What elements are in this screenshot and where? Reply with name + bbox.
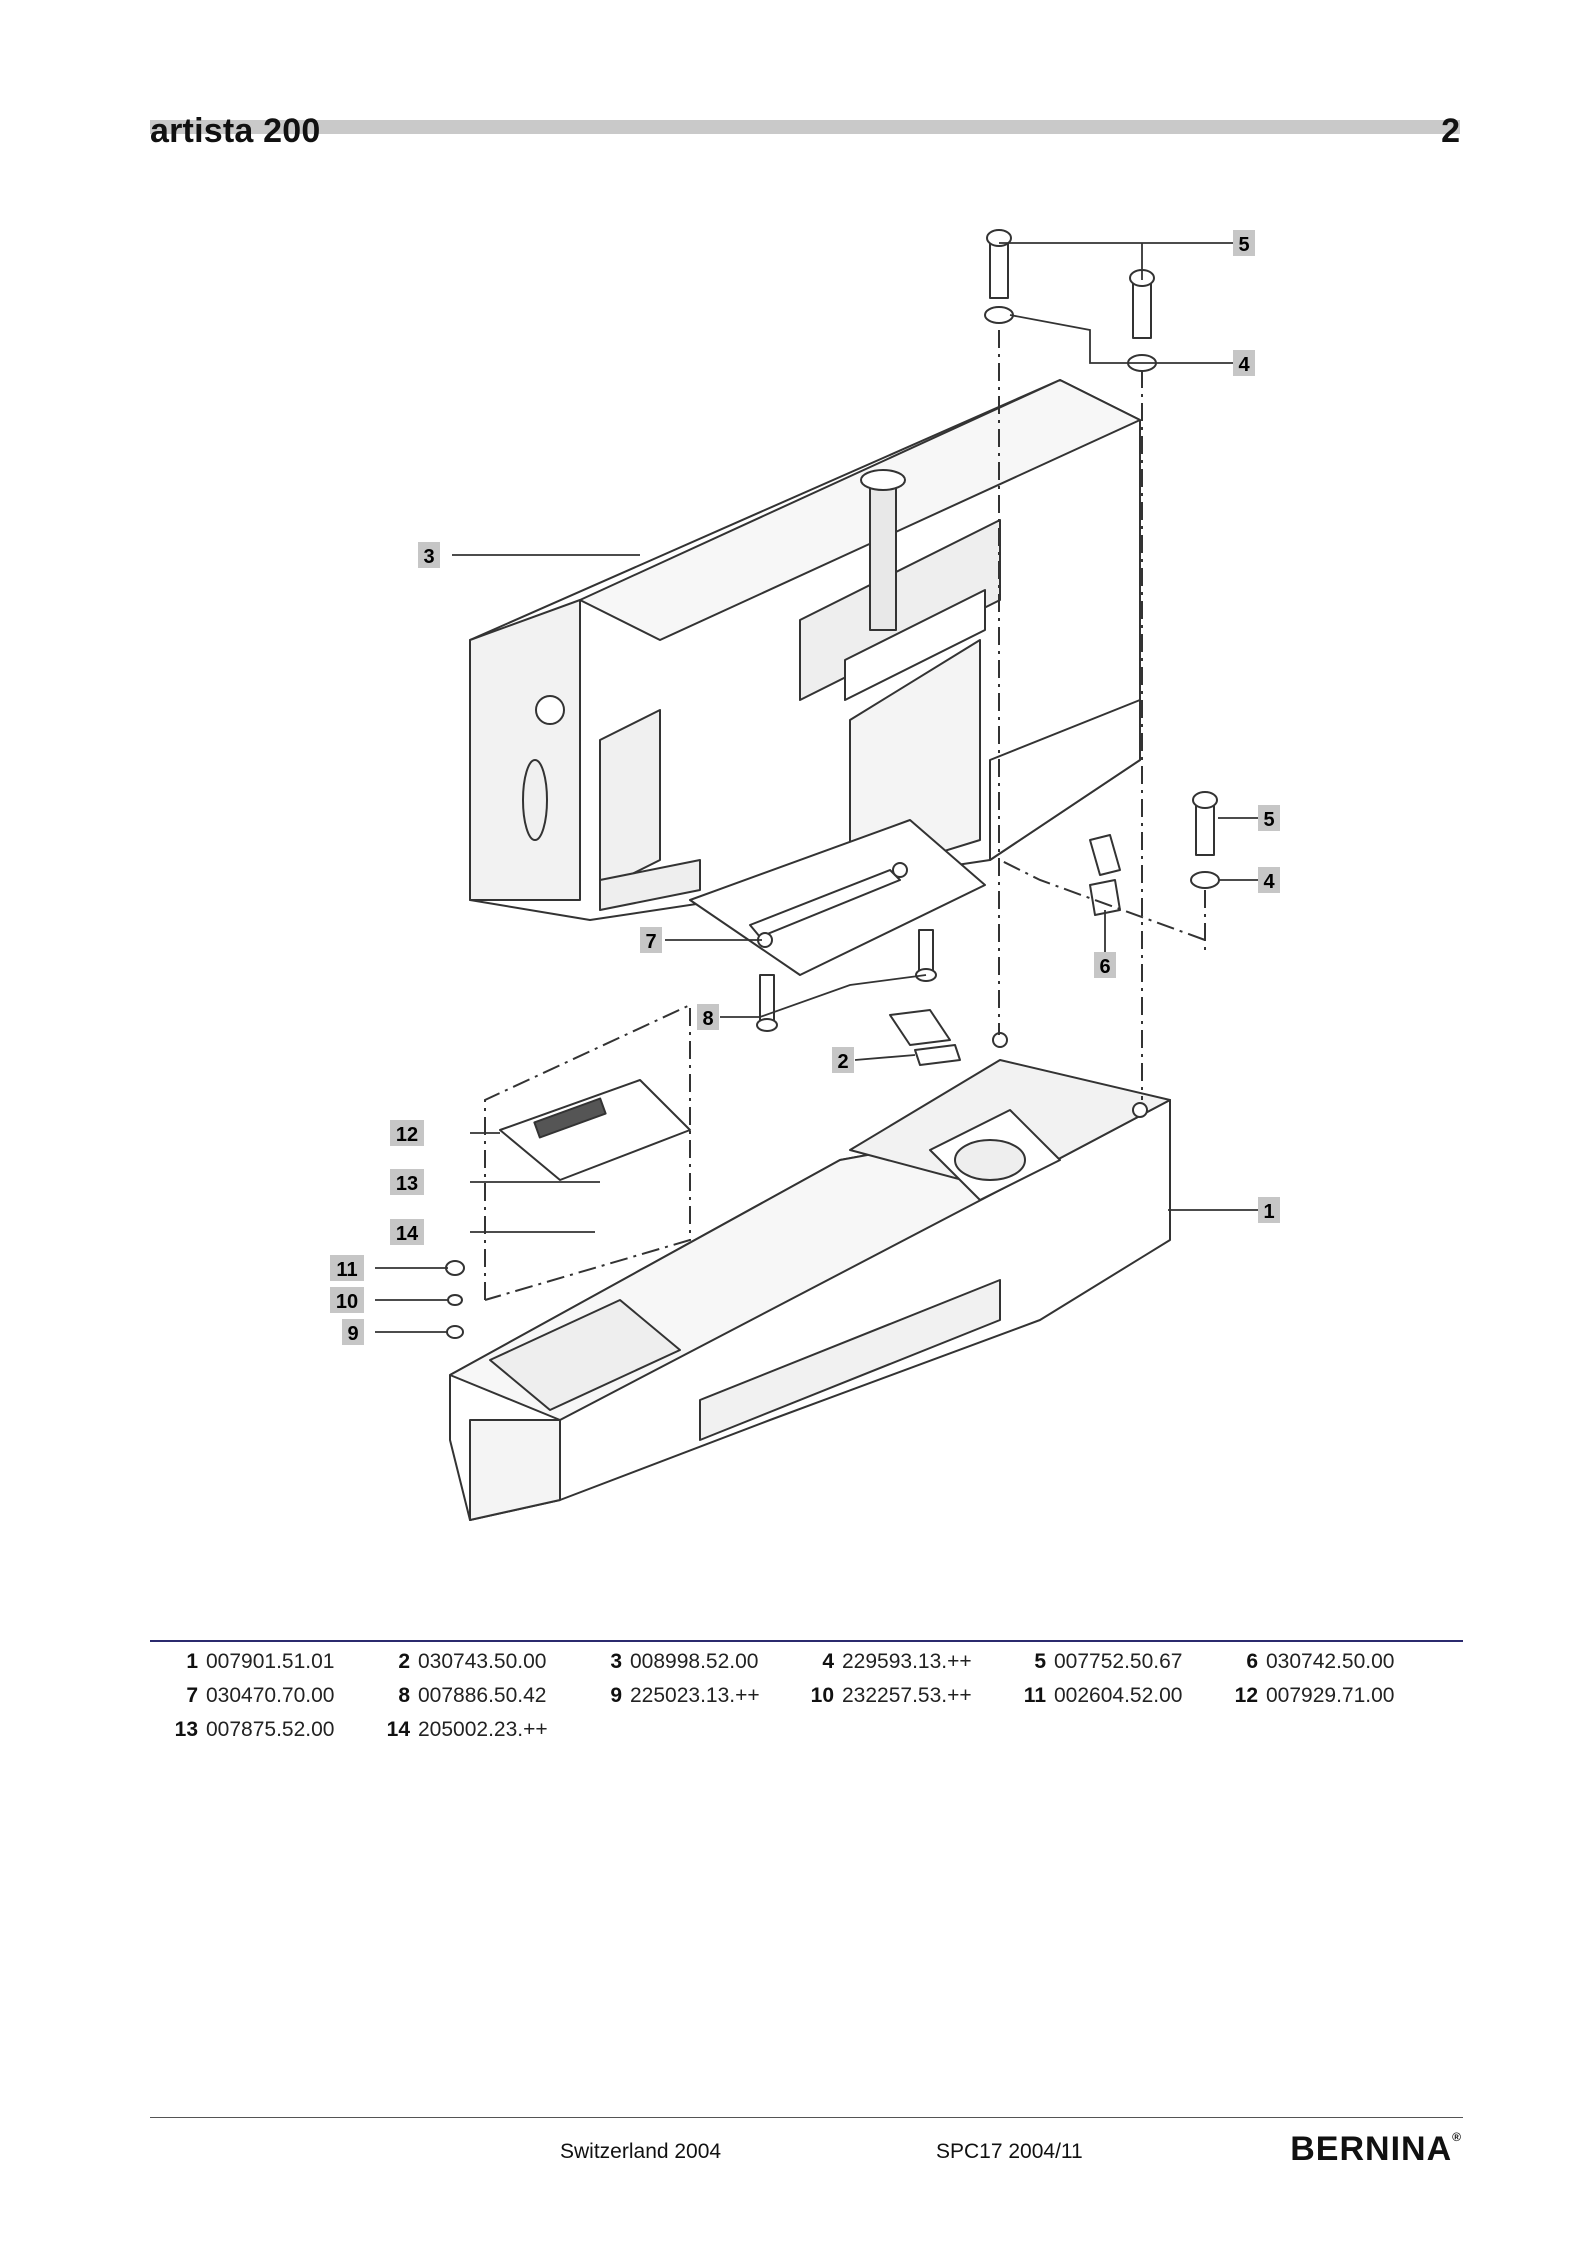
callout-5a: 5 — [1233, 230, 1255, 256]
screw-8-right — [915, 929, 937, 982]
small-part-10 — [447, 1294, 463, 1306]
svg-text:5: 5 — [1263, 809, 1274, 831]
callout-11: 11 — [330, 1255, 364, 1281]
callout-1: 1 — [1258, 1197, 1280, 1223]
washer-right — [1190, 871, 1220, 889]
small-part-9 — [446, 1325, 464, 1339]
svg-text:7: 7 — [645, 931, 656, 953]
callout-7: 7 — [640, 927, 662, 953]
callout-6: 6 — [1094, 952, 1116, 978]
bracket — [1089, 834, 1121, 916]
page-title: artista 200 — [150, 112, 321, 150]
header-bar — [150, 120, 1460, 134]
callout-8: 8 — [697, 1004, 719, 1030]
cover-plate — [499, 1079, 691, 1181]
parts-list-rule — [150, 1640, 1463, 1642]
svg-text:10: 10 — [336, 1291, 358, 1313]
callout-13: 13 — [390, 1169, 424, 1195]
base — [449, 1032, 1171, 1521]
footer-code: SPC17 2004/11 — [936, 2140, 1083, 2163]
svg-text:1: 1 — [1263, 1201, 1274, 1223]
svg-text:2: 2 — [837, 1051, 848, 1073]
brand-logo: BERNINA® — [1290, 2130, 1462, 2168]
page-number: 2 — [1441, 112, 1460, 150]
svg-text:12: 12 — [396, 1124, 418, 1146]
svg-text:14: 14 — [396, 1223, 419, 1245]
washer-top-left — [984, 306, 1014, 324]
svg-text:8: 8 — [702, 1008, 713, 1030]
callout-5b: 5 — [1258, 805, 1280, 831]
plate — [689, 819, 986, 976]
svg-text:13: 13 — [396, 1173, 418, 1195]
svg-text:3: 3 — [423, 546, 434, 568]
callout-12: 12 — [390, 1120, 424, 1146]
callout-14: 14 — [390, 1219, 424, 1245]
callout-labels: 5 4 3 5 4 6 7 8 2 1 12 13 14 11 10 9 — [330, 230, 1280, 1345]
callout-9: 9 — [342, 1319, 364, 1345]
svg-text:4: 4 — [1263, 871, 1275, 893]
exploded-parts-drawing: 5 4 3 5 4 6 7 8 2 1 12 13 14 11 10 9 — [330, 229, 1280, 1521]
svg-text:6: 6 — [1099, 956, 1110, 978]
small-part-11 — [445, 1260, 465, 1276]
callout-4b: 4 — [1258, 867, 1280, 893]
callout-4a: 4 — [1233, 350, 1255, 376]
svg-text:5: 5 — [1238, 234, 1249, 256]
upper-housing — [469, 379, 1141, 921]
screw-top-right — [1129, 269, 1155, 339]
screw-8-left — [756, 974, 778, 1032]
screw-right — [1192, 791, 1218, 856]
callout-2: 2 — [832, 1047, 854, 1073]
callout-3: 3 — [418, 542, 440, 568]
guide-lines — [484, 330, 1206, 1301]
registered-mark: ® — [1452, 2130, 1462, 2144]
spring-clip — [889, 1009, 961, 1066]
svg-text:11: 11 — [336, 1259, 357, 1281]
callout-10: 10 — [330, 1287, 364, 1313]
svg-text:4: 4 — [1238, 354, 1250, 376]
footer-country: Switzerland 2004 — [560, 2140, 722, 2163]
footer-rule — [150, 2117, 1463, 2118]
screw-top-left — [986, 229, 1012, 299]
svg-text:9: 9 — [347, 1323, 358, 1345]
